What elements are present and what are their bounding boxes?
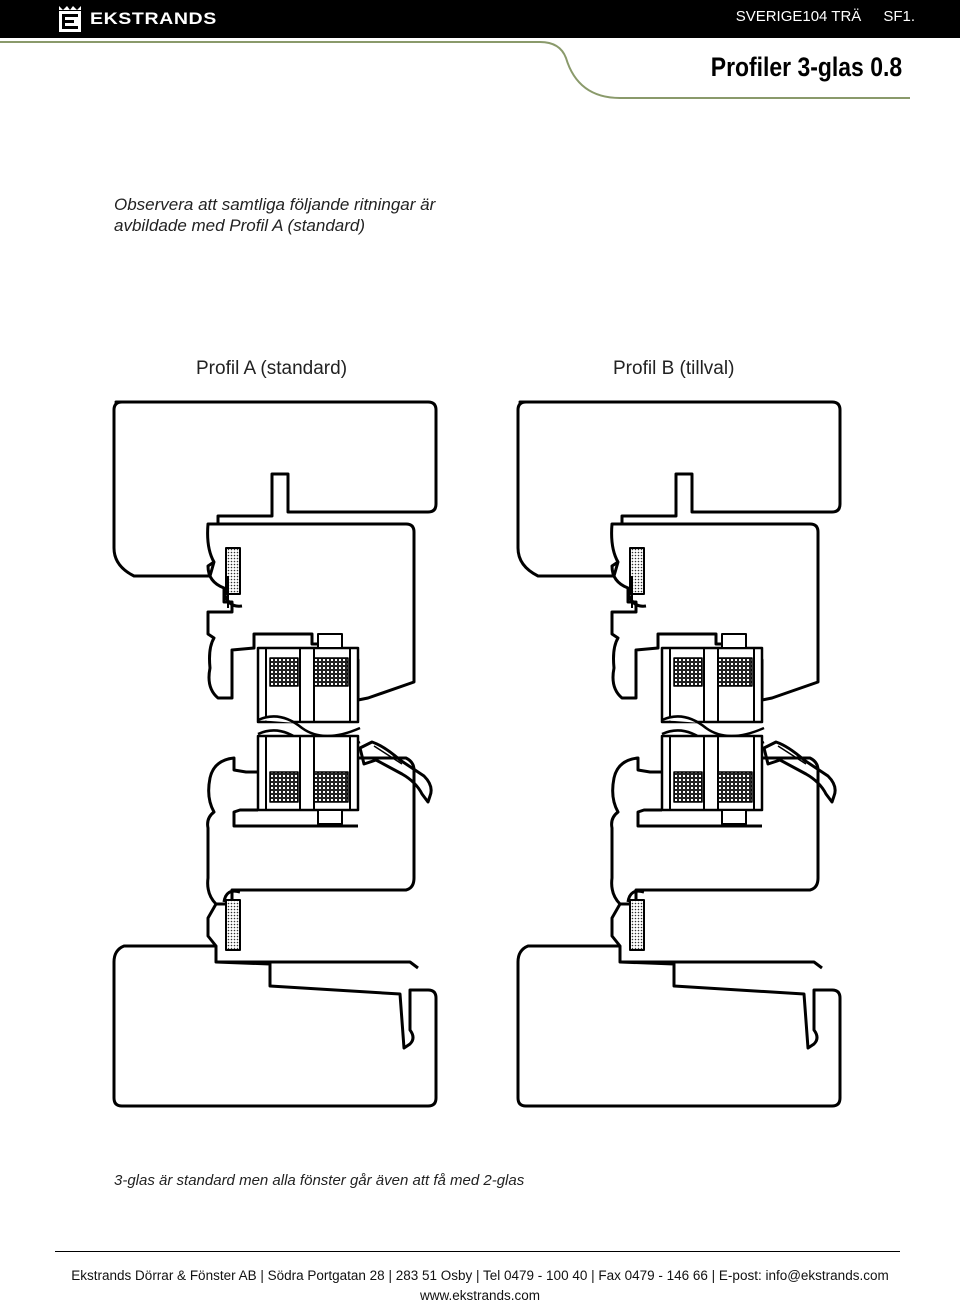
glazing-note: 3-glas är standard men alla fönster går … bbox=[114, 1172, 525, 1189]
document-reference: SVERIGE104 TRÄ SF1. bbox=[736, 8, 915, 25]
title-area: Profiler 3-glas 0.8 bbox=[0, 38, 960, 108]
brand-name: EKSTRANDS bbox=[90, 9, 217, 28]
crown-e-icon bbox=[59, 6, 81, 32]
profile-a-label: Profil A (standard) bbox=[196, 358, 348, 379]
header-bar: EKSTRANDS SVERIGE104 TRÄ SF1. bbox=[0, 0, 960, 38]
notice-line-1: Observera att samtliga följande ritninga… bbox=[114, 195, 436, 214]
profile-b-drawing bbox=[516, 400, 842, 1108]
notice-text: Observera att samtliga följande ritninga… bbox=[114, 194, 564, 236]
footer-divider bbox=[55, 1251, 900, 1252]
profile-a-drawing bbox=[112, 400, 438, 1108]
brand-logo[interactable]: EKSTRANDS bbox=[58, 5, 216, 33]
footer-website-link[interactable]: www.ekstrands.com bbox=[419, 1288, 541, 1303]
profile-b-label: Profil B (tillval) bbox=[613, 358, 735, 379]
document-code: SVERIGE104 TRÄ bbox=[735, 8, 862, 25]
footer-contact: Ekstrands Dörrar & Fönster AB | Södra Po… bbox=[71, 1268, 889, 1283]
notice-line-2: avbildade med Profil A (standard) bbox=[114, 216, 366, 235]
sheet-number: SF1. bbox=[883, 8, 915, 25]
title-accent-line bbox=[0, 41, 910, 99]
page-title: Profiler 3-glas 0.8 bbox=[710, 52, 902, 82]
